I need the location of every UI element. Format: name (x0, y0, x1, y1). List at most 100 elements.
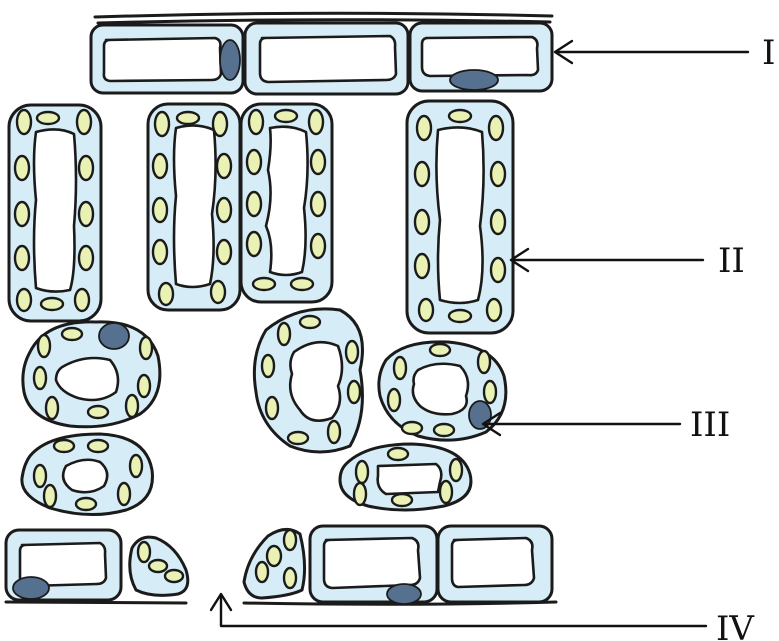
chloroplast (489, 116, 503, 140)
chloroplast (130, 455, 142, 477)
chloroplast (417, 116, 431, 140)
chloroplast (88, 440, 108, 452)
chloroplast (300, 316, 320, 328)
chloroplast (402, 422, 422, 434)
chloroplast (149, 560, 167, 572)
chloroplast (311, 192, 325, 216)
chloroplast (155, 112, 169, 136)
chloroplast (450, 459, 462, 481)
chloroplast (15, 156, 29, 180)
label-II: II (718, 241, 745, 281)
chloroplast (15, 202, 29, 226)
chloroplast (153, 198, 167, 222)
chloroplast (440, 481, 452, 503)
chloroplast (267, 546, 281, 566)
epidermal-cell (245, 23, 408, 94)
chloroplast (284, 530, 296, 550)
chloroplast (487, 299, 501, 321)
chloroplast (177, 112, 199, 124)
chloroplast (140, 337, 152, 359)
chloroplast (211, 281, 225, 303)
nucleus (99, 323, 129, 349)
epidermal-cell (310, 526, 437, 604)
chloroplast (311, 234, 325, 258)
chloroplast (77, 110, 91, 134)
chloroplast (217, 240, 231, 264)
chloroplast (62, 328, 82, 340)
chloroplast (256, 562, 268, 582)
chloroplast (288, 432, 308, 444)
spongy-cell (254, 309, 362, 452)
chloroplast (262, 355, 274, 377)
chloroplast (392, 494, 412, 506)
chloroplast (79, 202, 93, 226)
chloroplast (38, 335, 50, 357)
chloroplast (278, 323, 290, 345)
chloroplast (419, 299, 433, 321)
chloroplast (46, 397, 58, 419)
chloroplast (217, 198, 231, 222)
chloroplast (346, 341, 358, 363)
chloroplast (247, 192, 261, 216)
chloroplast (394, 357, 406, 379)
chloroplast (126, 395, 138, 417)
chloroplast (153, 154, 167, 178)
chloroplast (491, 210, 505, 234)
chloroplast (478, 351, 490, 373)
epidermal-cell (438, 526, 552, 602)
chloroplast (249, 110, 263, 134)
chloroplast (153, 240, 167, 264)
chloroplast (138, 542, 150, 562)
chloroplast (491, 258, 505, 282)
chloroplast (15, 246, 29, 270)
chloroplast (159, 283, 173, 305)
chloroplast (217, 154, 231, 178)
epidermal-cell (6, 530, 121, 600)
chloroplast (328, 421, 340, 443)
chloroplast (415, 210, 429, 234)
chloroplast (484, 381, 496, 403)
epidermal-cell (91, 25, 243, 93)
chloroplast (430, 344, 450, 356)
chloroplast (34, 465, 46, 487)
upper-epidermis (91, 13, 552, 94)
chloroplast (75, 289, 89, 311)
nucleus (13, 577, 49, 599)
chloroplast (76, 498, 96, 510)
chloroplast (88, 406, 108, 418)
chloroplast (34, 367, 46, 389)
chloroplast (17, 289, 31, 311)
chloroplast (491, 162, 505, 186)
chloroplast (311, 150, 325, 174)
chloroplast (284, 568, 296, 588)
chloroplast (354, 483, 366, 505)
chloroplast (266, 397, 278, 419)
chloroplast (213, 112, 227, 136)
chloroplast (449, 110, 471, 122)
chloroplast (388, 389, 400, 411)
chloroplast (348, 381, 360, 403)
arrow-spongy-nucleus (483, 413, 680, 435)
nucleus (220, 40, 240, 80)
chloroplast (291, 278, 313, 290)
chloroplast (275, 110, 297, 122)
chloroplast (41, 298, 63, 310)
arrow-upper-epidermis (555, 41, 748, 63)
chloroplast (37, 112, 59, 124)
chloroplast (415, 254, 429, 278)
chloroplast (253, 278, 275, 290)
chloroplast (54, 440, 74, 452)
epidermal-cell (410, 23, 552, 91)
arrow-palisade (511, 249, 703, 271)
chloroplast (118, 483, 130, 505)
chloroplast (79, 246, 93, 270)
chloroplast (309, 110, 323, 134)
nucleus (450, 70, 498, 90)
chloroplast (415, 162, 429, 186)
label-III: III (690, 405, 730, 445)
chloroplast (247, 232, 261, 256)
lower-cuticle-left (6, 602, 186, 603)
upper-cuticle (95, 13, 552, 17)
lower-epidermis (6, 526, 556, 604)
